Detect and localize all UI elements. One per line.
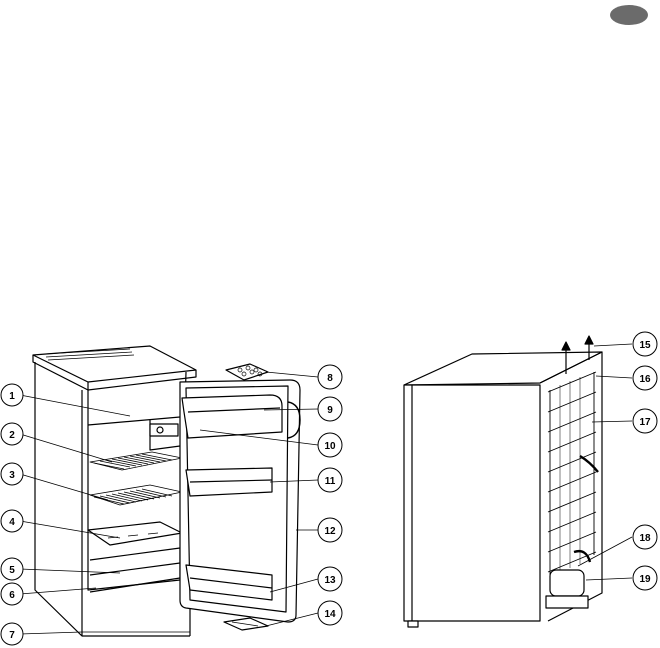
rear-view-fridge <box>404 336 602 627</box>
language-badge <box>610 5 648 25</box>
callout-6: 6 <box>1 583 23 605</box>
door <box>180 380 300 622</box>
svg-text:17: 17 <box>639 417 651 428</box>
svg-text:9: 9 <box>327 405 333 416</box>
thermostat-box <box>150 424 178 436</box>
svg-text:14: 14 <box>324 609 336 620</box>
svg-text:19: 19 <box>639 574 651 585</box>
callout-19: 19 <box>633 566 657 590</box>
svg-text:11: 11 <box>325 476 336 487</box>
crisper-drawer <box>90 548 180 592</box>
callout-8: 8 <box>318 365 342 389</box>
svg-text:1: 1 <box>9 391 15 402</box>
callout-10: 10 <box>318 433 342 457</box>
callout-14: 14 <box>318 601 342 625</box>
callout-1: 1 <box>1 384 23 406</box>
front-view-fridge <box>33 346 300 636</box>
shelf-upper <box>90 452 182 470</box>
svg-text:13: 13 <box>324 575 336 586</box>
svg-text:4: 4 <box>9 517 15 528</box>
rear-cabinet-side <box>404 385 540 621</box>
callout-11: 11 <box>318 468 342 492</box>
svg-text:12: 12 <box>324 526 336 537</box>
pipe-clamp-upper <box>580 456 598 472</box>
svg-text:3: 3 <box>9 470 15 481</box>
svg-text:6: 6 <box>9 590 15 601</box>
callout-13: 13 <box>318 567 342 591</box>
callout-3: 3 <box>1 463 23 485</box>
svg-text:18: 18 <box>639 533 651 544</box>
callout-9: 9 <box>318 397 342 421</box>
callout-15: 15 <box>633 332 657 356</box>
cabinet-side <box>35 362 82 636</box>
worktop <box>33 346 196 382</box>
callout-16: 16 <box>633 366 657 390</box>
callout-7: 7 <box>1 623 23 645</box>
egg-tray <box>226 364 268 380</box>
ice-tray <box>224 618 268 630</box>
callout-5: 5 <box>1 558 23 580</box>
svg-text:15: 15 <box>639 340 651 351</box>
svg-text:16: 16 <box>639 374 651 385</box>
compressor <box>546 570 588 608</box>
svg-text:5: 5 <box>9 565 15 576</box>
callout-18: 18 <box>633 525 657 549</box>
shelf-lower <box>90 485 182 505</box>
callout-4: 4 <box>1 510 23 532</box>
callout-17: 17 <box>633 409 657 433</box>
crisper-cover <box>88 522 182 545</box>
svg-text:8: 8 <box>327 373 333 384</box>
callout-12: 12 <box>318 518 342 542</box>
condenser-coil <box>548 372 596 575</box>
svg-text:2: 2 <box>9 430 15 441</box>
svg-text:7: 7 <box>9 630 15 641</box>
svg-text:10: 10 <box>324 441 336 452</box>
callout-2: 2 <box>1 423 23 445</box>
